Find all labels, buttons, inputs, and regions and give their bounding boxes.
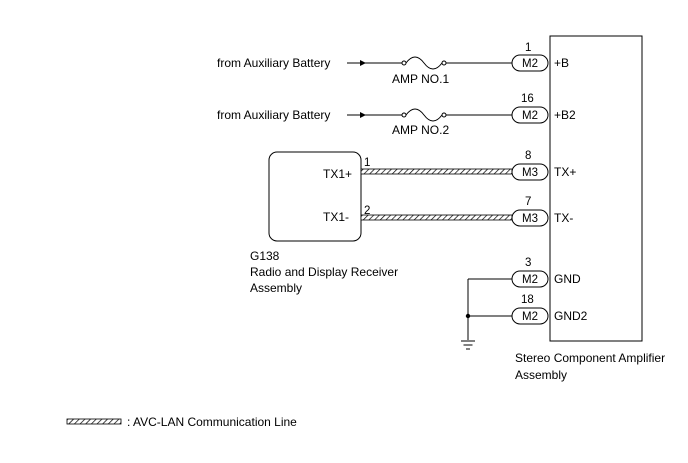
receiver-name-line2: Assembly <box>250 281 302 295</box>
receiver-terminal-label-tx1p: TX1+ <box>323 167 352 181</box>
battery-source-2: from Auxiliary Battery <box>217 108 330 122</box>
connector-code: M3 <box>522 167 538 179</box>
fuse2-icon <box>405 108 443 122</box>
receiver-name-line1: Radio and Display Receiver <box>250 265 398 279</box>
amp-pin-8: 8 <box>525 150 531 162</box>
amp-terminal-label-gnd: GND <box>554 272 581 286</box>
amp-connector-tx-plus: M3 <box>511 163 549 181</box>
receiver-pin-1: 1 <box>364 157 370 169</box>
arrow-icon-battery1 <box>360 60 366 66</box>
fuse2-terminal-right <box>441 112 447 118</box>
amp-connector-b: M2 <box>511 54 549 72</box>
amp-terminal-label-gnd2: GND2 <box>554 309 588 323</box>
arrow-icon-battery2 <box>360 112 366 118</box>
amp-pin-3: 3 <box>525 257 531 269</box>
legend-avc-lan-swatch <box>66 418 122 425</box>
amp-pin-16: 16 <box>521 93 534 105</box>
amp-pin-1: 1 <box>525 42 531 54</box>
fuse1-label: AMP NO.1 <box>392 72 449 86</box>
connector-code: M2 <box>522 311 538 323</box>
amp-terminal-label-b: +B <box>554 56 569 70</box>
amplifier-name-line1: Stereo Component Amplifier <box>515 351 665 365</box>
amplifier-box <box>549 35 643 342</box>
amp-connector-tx-minus: M3 <box>511 209 549 227</box>
fuse1-icon <box>405 56 443 70</box>
avc-lan-line-tx-minus <box>360 214 513 221</box>
fuse1-terminal-left <box>401 60 407 66</box>
amp-terminal-label-tx-minus: TX- <box>554 211 573 225</box>
connector-code: M3 <box>522 213 538 225</box>
receiver-box <box>268 151 362 242</box>
receiver-pin-2: 2 <box>364 205 370 217</box>
connector-code: M2 <box>522 110 538 122</box>
amplifier-name-line2: Assembly <box>515 368 567 382</box>
fuse1-terminal-right <box>441 60 447 66</box>
avc-lan-line-tx-plus <box>360 168 513 175</box>
amp-connector-gnd: M2 <box>511 270 549 288</box>
amp-connector-gnd2: M2 <box>511 307 549 325</box>
amp-terminal-label-tx-plus: TX+ <box>554 165 576 179</box>
amp-pin-18: 18 <box>521 294 534 306</box>
ground-icon <box>461 340 475 350</box>
battery-source-1: from Auxiliary Battery <box>217 56 330 70</box>
connector-code: M2 <box>522 274 538 286</box>
ground-junction-dot <box>465 313 471 319</box>
legend-text: : AVC-LAN Communication Line <box>127 415 297 429</box>
connector-code: M2 <box>522 58 538 70</box>
amp-connector-b2: M2 <box>511 106 549 124</box>
amp-pin-7: 7 <box>525 196 531 208</box>
amp-terminal-label-b2: +B2 <box>554 108 576 122</box>
receiver-code: G138 <box>250 249 280 263</box>
fuse2-label: AMP NO.2 <box>392 123 449 137</box>
receiver-terminal-label-tx1n: TX1- <box>323 210 349 224</box>
fuse2-terminal-left <box>401 112 407 118</box>
